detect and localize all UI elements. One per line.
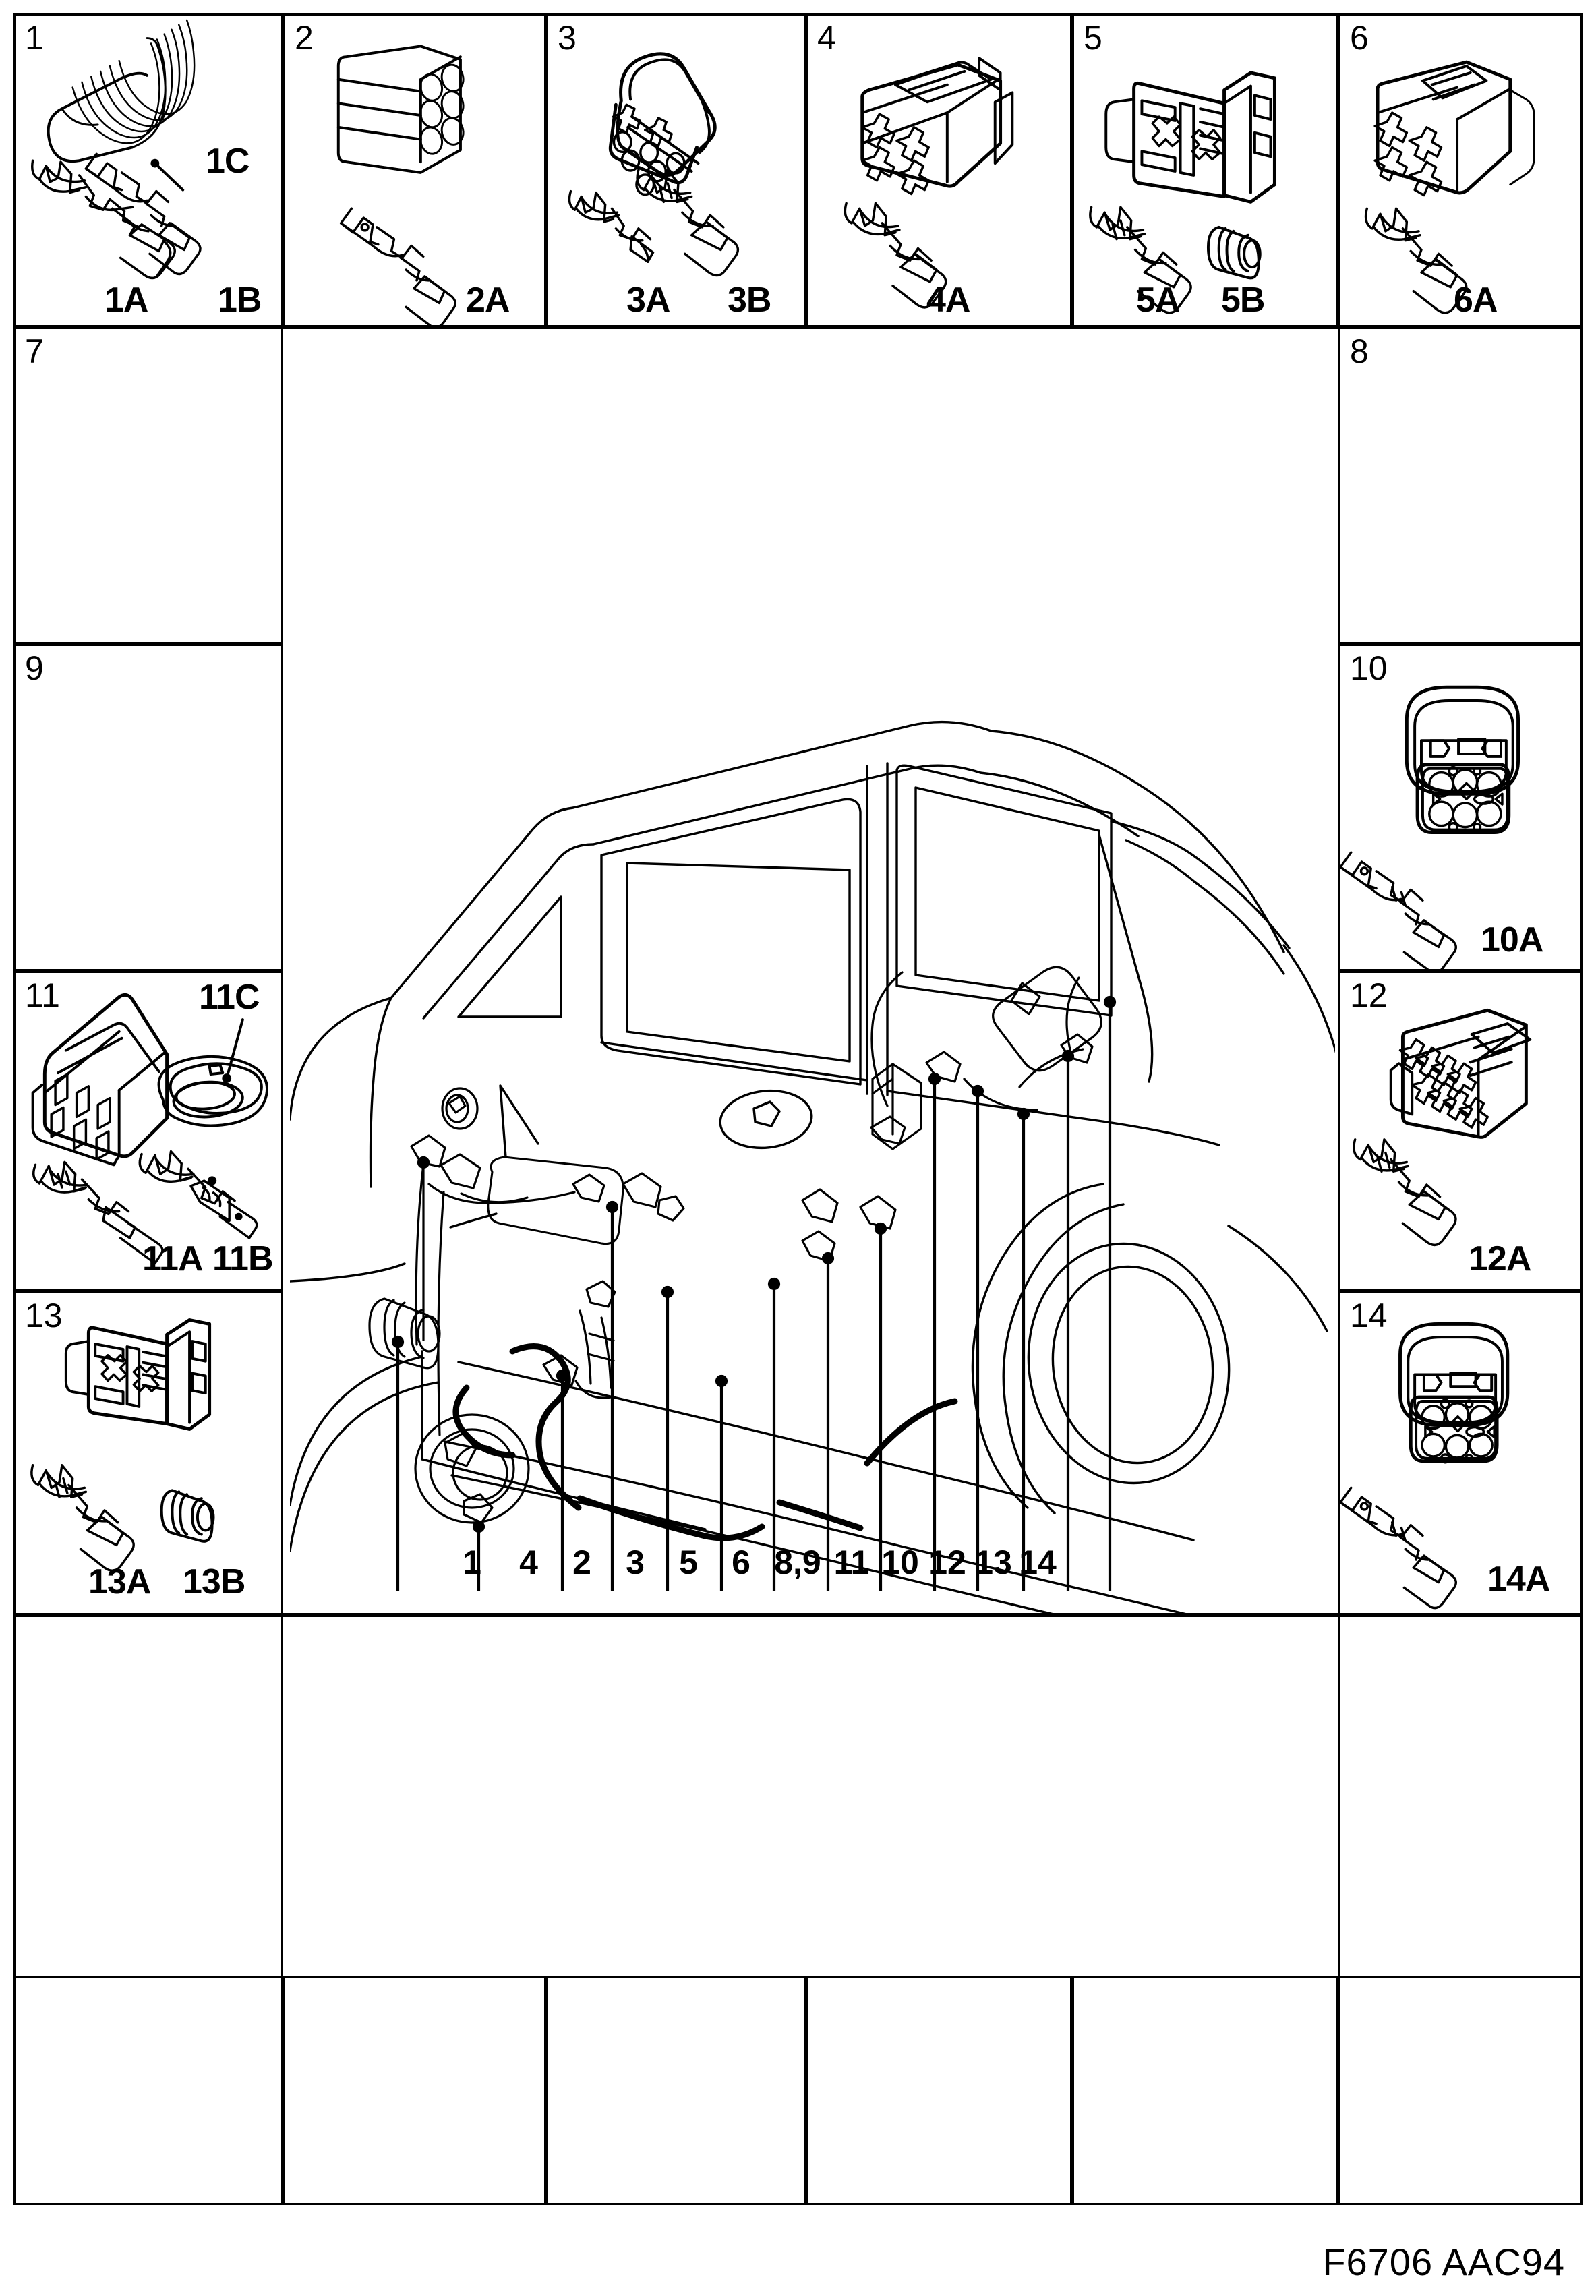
part-label-11a: 11A <box>142 1239 204 1278</box>
cell-number: 5 <box>1084 19 1102 57</box>
callout-number: 1 <box>463 1543 481 1581</box>
footer-strip-cell[interactable] <box>1072 1976 1338 2205</box>
cell-number: 3 <box>558 19 577 57</box>
cell-number: 11 <box>25 976 60 1014</box>
part-cell-1[interactable]: 1 <box>13 13 283 327</box>
drawing-reference-code: F6706 AAC94 <box>1322 2241 1565 2283</box>
part-illustration-1 <box>16 16 281 325</box>
cell-number: 13 <box>25 1297 63 1334</box>
part-label-14a: 14A <box>1487 1560 1550 1599</box>
callout-number: 8,9 <box>774 1543 821 1581</box>
callout-number: 13 <box>974 1543 1012 1581</box>
part-illustration-2 <box>285 16 544 325</box>
callout-number: 10 <box>881 1543 919 1581</box>
part-label-2a: 2A <box>466 281 510 320</box>
part-label-6a: 6A <box>1454 281 1498 320</box>
part-label-4a: 4A <box>926 281 970 320</box>
part-cell-14[interactable]: 14 <box>1338 1291 1583 1615</box>
footer-strip-cell[interactable] <box>13 1976 283 2205</box>
part-cell-12[interactable]: 12 <box>1338 971 1583 1291</box>
part-cell-6[interactable]: 6 <box>1338 13 1583 327</box>
part-label-1a: 1A <box>105 281 148 320</box>
part-illustration-12 <box>1340 973 1580 1289</box>
part-label-13b: 13B <box>183 1562 245 1601</box>
cell-number: 7 <box>25 332 44 370</box>
callout-number: 4 <box>519 1543 538 1581</box>
callout-number: 6 <box>732 1543 750 1581</box>
footer-strip-cell[interactable] <box>546 1976 806 2205</box>
cell-number: 14 <box>1350 1297 1388 1334</box>
part-label-13a: 13A <box>88 1562 151 1601</box>
part-label-1c: 1C <box>206 142 249 181</box>
part-cell-3[interactable]: 3 <box>546 13 806 327</box>
part-cell-2[interactable]: 2 <box>283 13 546 327</box>
callout-number: 2 <box>572 1543 591 1581</box>
cell-number: 10 <box>1350 649 1388 687</box>
footer-strip-cell[interactable] <box>283 1976 546 2205</box>
part-cell-5[interactable]: 5 <box>1072 13 1338 327</box>
cell-number: 12 <box>1350 976 1388 1014</box>
cell-number: 4 <box>817 19 836 57</box>
callout-number: 14 <box>1019 1543 1057 1581</box>
part-label-10a: 10A <box>1481 920 1543 960</box>
part-illustration-5 <box>1074 16 1336 325</box>
part-cell-10[interactable]: 10 <box>1338 644 1583 971</box>
part-cell-9[interactable]: 9 <box>13 644 283 971</box>
part-illustration-14 <box>1340 1293 1580 1613</box>
part-label-3b: 3B <box>728 281 771 320</box>
cell-number: 2 <box>295 19 314 57</box>
cell-number: 9 <box>25 649 44 687</box>
part-label-1b: 1B <box>218 281 262 320</box>
part-illustration-13 <box>16 1293 281 1613</box>
cell-number: 8 <box>1350 332 1369 370</box>
part-illustration-4 <box>808 16 1070 325</box>
part-cell-8[interactable]: 8 <box>1338 327 1583 644</box>
callout-number: 12 <box>928 1543 966 1581</box>
part-label-5a: 5A <box>1136 281 1180 320</box>
vehicle-side-view-illustration <box>290 607 1335 1618</box>
part-label-12a: 12A <box>1469 1239 1531 1278</box>
part-illustration-3 <box>548 16 804 325</box>
part-label-5b: 5B <box>1221 281 1265 320</box>
part-cell-4[interactable]: 4 <box>806 13 1072 327</box>
callout-number: 11 <box>833 1543 870 1581</box>
part-label-3a: 3A <box>626 281 670 320</box>
cell-number: 1 <box>25 19 44 57</box>
part-label-11b: 11B <box>212 1239 274 1278</box>
part-illustration-10 <box>1340 646 1580 969</box>
part-illustration-11 <box>16 973 281 1289</box>
part-cell-13[interactable]: 13 <box>13 1291 283 1615</box>
callout-number-row: 1 4 2 3 5 6 8,9 11 10 12 13 14 <box>283 1543 1338 1591</box>
part-cell-7[interactable]: 7 <box>13 327 283 644</box>
footer-strip-cell[interactable] <box>1338 1976 1583 2205</box>
callout-number: 5 <box>679 1543 698 1581</box>
part-label-11c: 11C <box>199 978 260 1017</box>
cell-number: 6 <box>1350 19 1369 57</box>
footer-strip-cell[interactable] <box>806 1976 1072 2205</box>
part-illustration-6 <box>1340 16 1580 325</box>
callout-number: 3 <box>626 1543 645 1581</box>
part-cell-11[interactable]: 11 <box>13 971 283 1291</box>
